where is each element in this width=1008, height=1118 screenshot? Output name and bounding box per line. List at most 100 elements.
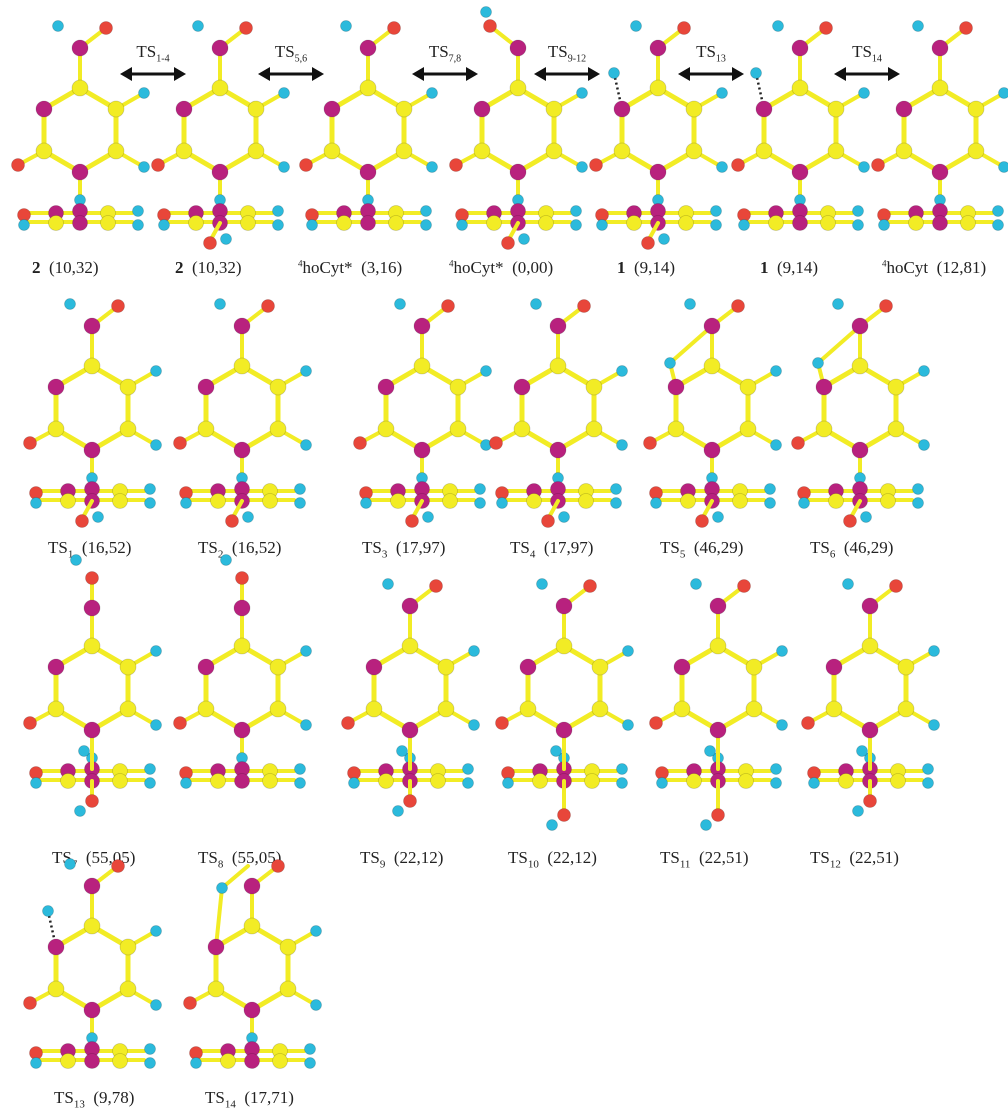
molecule-diagram xyxy=(871,20,1008,231)
hydrogen-atom xyxy=(394,298,406,310)
hydrogen-atom xyxy=(150,439,162,451)
nitrogen-atom xyxy=(791,39,809,57)
carbon-atom xyxy=(112,773,128,789)
molecule-diagram xyxy=(11,20,150,231)
carbon-atom xyxy=(220,1053,236,1069)
hydrogen-atom xyxy=(750,67,762,79)
nitrogen-atom xyxy=(83,1001,101,1019)
carbon-atom xyxy=(388,215,404,231)
oxygen-atom xyxy=(589,158,603,172)
hydrogen-atom xyxy=(310,999,322,1011)
nitrogen-atom xyxy=(667,378,685,396)
hydrogen-atom xyxy=(158,219,170,231)
oxygen-atom xyxy=(429,579,443,593)
structure-ts8 xyxy=(172,554,312,820)
arrow-ts5-6: TS5,6 xyxy=(256,40,326,100)
hydrogen-atom xyxy=(570,219,582,231)
carbon-atom xyxy=(931,79,949,97)
label-energy: (22,12) xyxy=(393,848,444,867)
hydrogen-atom xyxy=(858,161,870,173)
nitrogen-atom xyxy=(931,163,949,181)
structure-ts2 xyxy=(172,290,312,540)
nitrogen-atom xyxy=(932,215,948,231)
carbon-atom xyxy=(584,773,600,789)
hydrogen-atom xyxy=(772,20,784,32)
hydrogen-atom xyxy=(608,67,620,79)
carbon-atom xyxy=(395,142,413,160)
carbon-atom xyxy=(437,700,455,718)
label-energy: (17,97) xyxy=(395,538,446,557)
oxygen-atom xyxy=(23,436,37,450)
label-energy: (9,78) xyxy=(93,1088,135,1107)
hydrogen-atom xyxy=(776,645,788,657)
carbon-atom xyxy=(365,700,383,718)
carbon-atom xyxy=(395,100,413,118)
carbon-atom xyxy=(709,637,727,655)
hydrogen-atom xyxy=(64,298,76,310)
nitrogen-atom xyxy=(815,378,833,396)
carbon-atom xyxy=(401,637,419,655)
nitrogen-atom xyxy=(649,39,667,57)
hydrogen-atom xyxy=(878,219,890,231)
label-energy: (16,52) xyxy=(81,538,132,557)
carbon-atom xyxy=(828,493,844,509)
hydrogen-atom xyxy=(300,365,312,377)
carbon-atom xyxy=(613,142,631,160)
carbon-atom xyxy=(578,493,594,509)
carbon-atom xyxy=(60,493,76,509)
arrow-label: TS1-4 xyxy=(118,42,188,64)
carbon-atom xyxy=(685,142,703,160)
carbon-atom xyxy=(820,215,836,231)
oxygen-atom xyxy=(643,436,657,450)
hydrogen-atom xyxy=(918,365,930,377)
arrow-label-subscript: 5,6 xyxy=(294,53,308,65)
nitrogen-atom xyxy=(649,163,667,181)
oxygen-atom xyxy=(405,514,419,528)
label-main: TS xyxy=(205,1088,225,1107)
double-arrow-icon xyxy=(258,67,324,81)
carbon-atom xyxy=(768,215,784,231)
hydrogen-atom xyxy=(776,719,788,731)
structure-label: TS8 (55,05) xyxy=(198,848,281,870)
hydrogen-atom xyxy=(712,511,724,523)
carbon-atom xyxy=(119,938,137,956)
hydrogen-atom xyxy=(242,511,254,523)
hydrogen-atom xyxy=(502,777,514,789)
molecule-diagram xyxy=(649,578,788,831)
carbon-atom xyxy=(233,357,251,375)
label-main: TS xyxy=(54,1088,74,1107)
oxygen-atom xyxy=(261,299,275,313)
label-main: 2 xyxy=(32,258,41,277)
hydrogen-atom xyxy=(912,483,924,495)
nitrogen-atom xyxy=(84,1053,100,1069)
hydrogen-atom xyxy=(518,233,530,245)
nitrogen-atom xyxy=(233,721,251,739)
hydrogen-atom xyxy=(348,777,360,789)
hydrogen-atom xyxy=(304,1057,316,1069)
nitrogen-atom xyxy=(207,938,225,956)
carbon-atom xyxy=(591,658,609,676)
hydrogen-atom xyxy=(392,805,404,817)
hydrogen-atom xyxy=(922,777,934,789)
oxygen-atom xyxy=(889,579,903,593)
carbon-atom xyxy=(269,378,287,396)
label-energy: (16,52) xyxy=(231,538,282,557)
carbon-atom xyxy=(585,420,603,438)
hydrogen-atom xyxy=(278,87,290,99)
molecule-diagram xyxy=(449,6,588,250)
hydrogen-atom xyxy=(842,578,854,590)
oxygen-atom xyxy=(341,716,355,730)
carbon-atom xyxy=(585,378,603,396)
carbon-atom xyxy=(897,700,915,718)
carbon-atom xyxy=(673,700,691,718)
nitrogen-atom xyxy=(377,378,395,396)
hydrogen-atom xyxy=(426,161,438,173)
hydrogen-atom xyxy=(616,763,628,775)
hydrogen-atom xyxy=(770,777,782,789)
carbon-atom xyxy=(532,773,548,789)
hydrogen-atom xyxy=(462,777,474,789)
hydrogen-atom xyxy=(272,205,284,217)
hydrogen-atom xyxy=(426,87,438,99)
carbon-atom xyxy=(887,420,905,438)
structure-label: 2 (10,32) xyxy=(32,258,99,278)
